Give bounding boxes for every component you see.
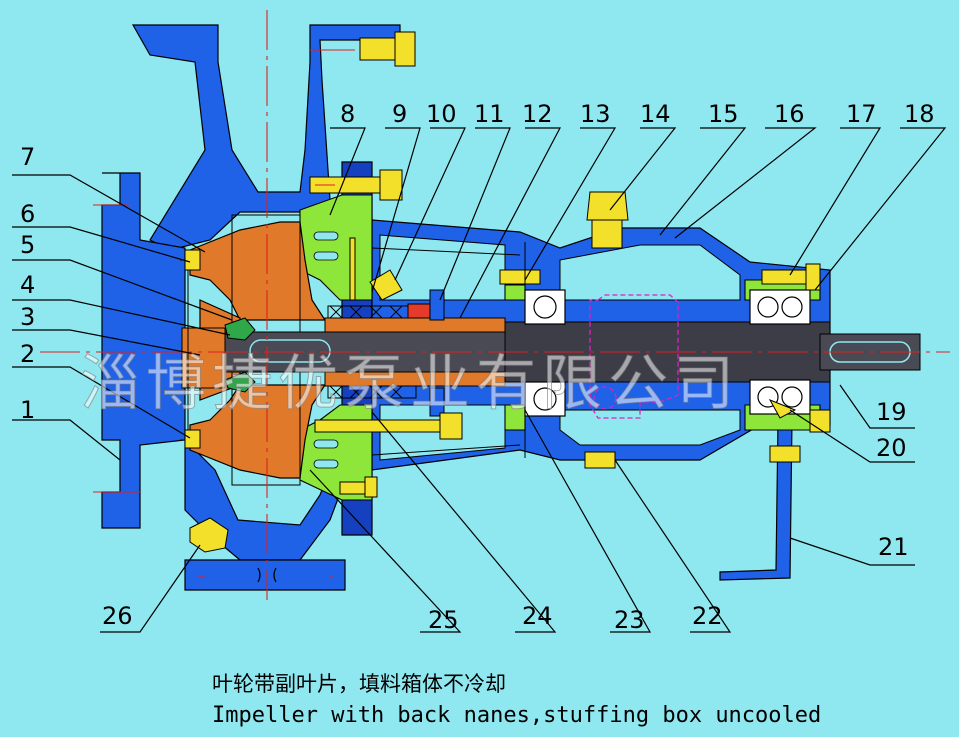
caption-english: Impeller with back nanes,stuffing box un… [212, 703, 822, 728]
part-label-15: 15 [708, 100, 739, 128]
part-number-labels: 7 6 5 4 3 2 1 8 9 10 11 12 13 14 15 16 1… [20, 100, 935, 634]
centerlines [40, 10, 950, 600]
part-label-19: 19 [876, 398, 907, 426]
gland-ring [184, 249, 201, 449]
part-label-17: 17 [846, 100, 877, 128]
part-label-18: 18 [904, 100, 935, 128]
part-label-25: 25 [428, 606, 459, 634]
part-label-22: 22 [692, 602, 723, 630]
leader-lines [12, 127, 947, 633]
part-label-2: 2 [20, 340, 35, 368]
gasket-lines [180, 242, 526, 458]
part-label-11: 11 [474, 100, 505, 128]
part-label-16: 16 [774, 100, 805, 128]
part-label-3: 3 [20, 303, 35, 331]
part-label-7: 7 [20, 143, 35, 171]
part-label-5: 5 [20, 231, 35, 259]
foot-outline-dashed [589, 294, 679, 419]
impeller-eye [231, 214, 301, 486]
part-label-14: 14 [640, 100, 671, 128]
part-label-23: 23 [614, 606, 645, 634]
part-label-26: 26 [102, 602, 133, 630]
shaft-sleeve [324, 317, 506, 387]
part-label-9: 9 [392, 100, 407, 128]
part-label-4: 4 [20, 271, 35, 299]
part-label-24: 24 [522, 602, 553, 630]
part-label-8: 8 [340, 100, 355, 128]
part-label-20: 20 [876, 434, 907, 462]
foot-hole [257, 567, 277, 583]
part-label-12: 12 [522, 100, 553, 128]
gland-seal [407, 289, 445, 417]
caption-chinese: 叶轮带副叶片，填料箱体不冷却 [212, 672, 506, 696]
impeller-nut [224, 317, 256, 393]
impeller-cap [181, 327, 226, 389]
part-label-6: 6 [20, 200, 35, 228]
part-label-13: 13 [580, 100, 611, 128]
housing-cavities [379, 234, 741, 461]
cover-slots [313, 231, 339, 469]
company-watermark: 淄博捷优泵业有限公司 [80, 349, 740, 420]
part-label-21: 21 [878, 533, 909, 561]
part-label-1: 1 [20, 396, 35, 424]
part-label-10: 10 [426, 100, 457, 128]
